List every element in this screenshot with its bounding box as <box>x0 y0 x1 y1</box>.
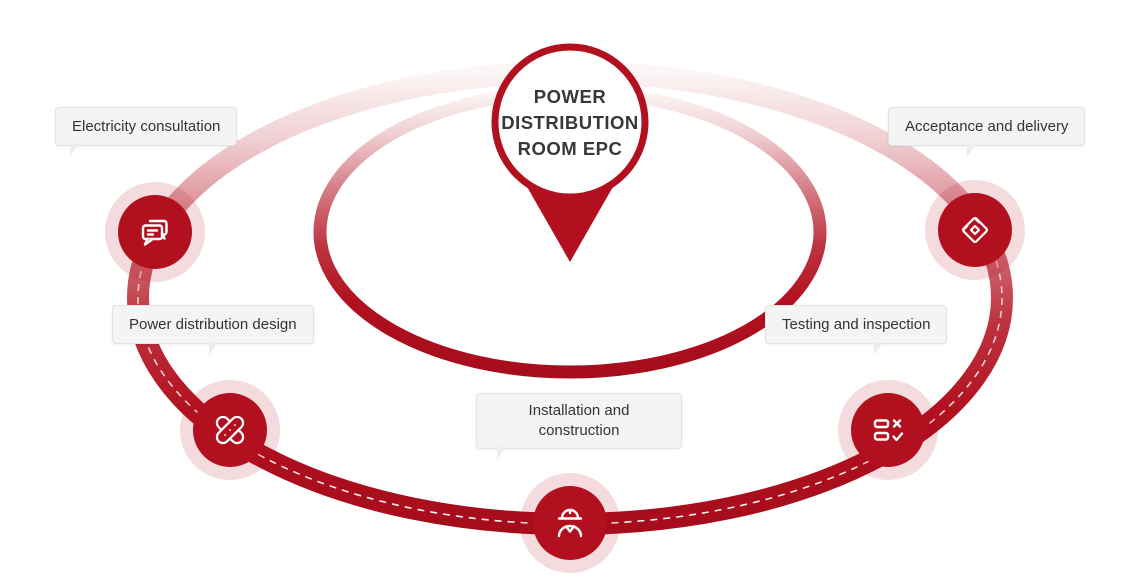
label-acceptance-delivery: Acceptance and delivery <box>888 107 1086 157</box>
center-title-line: DISTRIBUTION <box>501 112 639 133</box>
center-title: POWER DISTRIBUTION ROOM EPC <box>470 84 670 162</box>
node-electricity-consultation <box>105 182 205 282</box>
center-title-line: POWER <box>533 86 607 107</box>
label-installation-construction: Installation and construction <box>476 393 682 460</box>
label-power-distribution-design: Power distribution design <box>112 305 314 355</box>
label-electricity-consultation: Electricity consultation <box>55 107 238 157</box>
node-testing-inspection <box>838 380 938 480</box>
pin-pointer <box>522 178 618 262</box>
chat-icon <box>118 195 192 269</box>
node-installation-construction <box>520 473 620 573</box>
checklist-icon <box>851 393 925 467</box>
center-title-line: ROOM EPC <box>517 138 623 159</box>
node-power-distribution-design <box>180 380 280 480</box>
center-circle <box>491 43 649 201</box>
label-testing-inspection: Testing and inspection <box>765 305 948 355</box>
certificate-icon <box>938 193 1012 267</box>
engineer-icon <box>533 486 607 560</box>
node-acceptance-delivery <box>925 180 1025 280</box>
crossed-bandage-icon <box>193 393 267 467</box>
